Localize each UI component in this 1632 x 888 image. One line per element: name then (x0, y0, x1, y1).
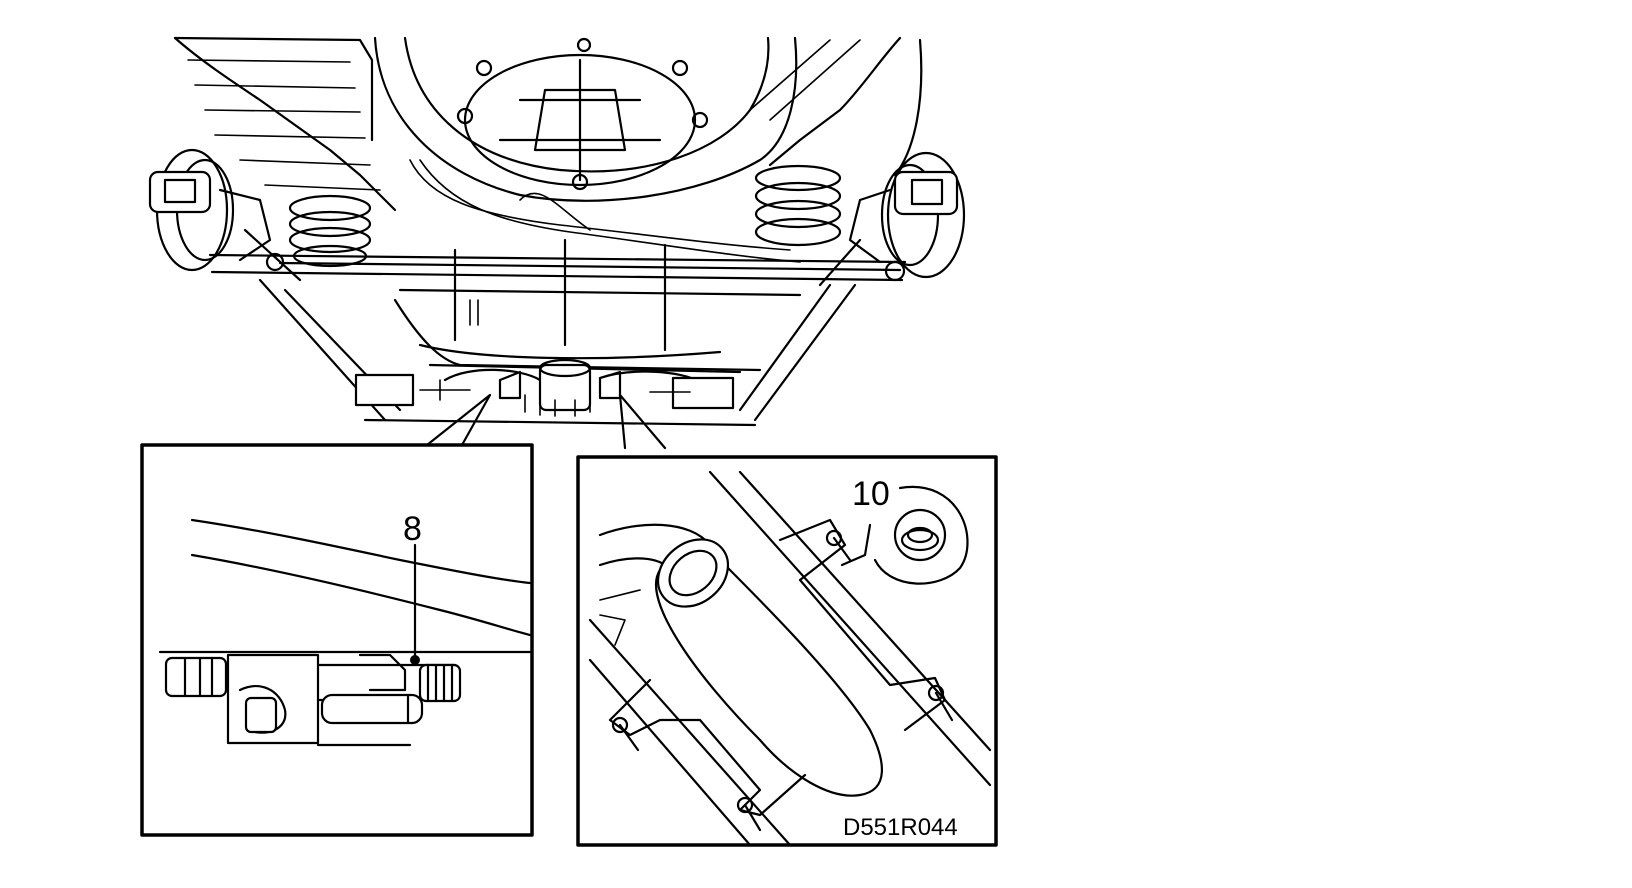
right-support-block (671, 376, 735, 410)
rear-axle-beam (208, 228, 907, 287)
callout-10-label: 10 (852, 475, 890, 513)
right-brake-drum (848, 151, 966, 279)
left-support-block (354, 373, 415, 407)
right-coil-spring (754, 164, 842, 247)
right-inset: 10 D551R044 (576, 455, 998, 847)
left-inset: 8 (140, 443, 534, 837)
callout-8-label: 8 (403, 510, 422, 548)
left-brake-drum (148, 148, 272, 272)
threaded-fitting (418, 663, 462, 703)
rear-muffler (654, 538, 883, 797)
inset-leader-lines (425, 393, 667, 450)
vehicle-underbody-view (148, 36, 966, 427)
figure-code: D551R044 (843, 814, 958, 841)
rear-muffler-bracket (498, 358, 622, 412)
callout-8-dot (410, 655, 420, 665)
muffler-mounting-bracket (608, 518, 954, 832)
rubber-mount-detail (840, 485, 969, 585)
exhaust-pipe-clamp (164, 653, 462, 747)
